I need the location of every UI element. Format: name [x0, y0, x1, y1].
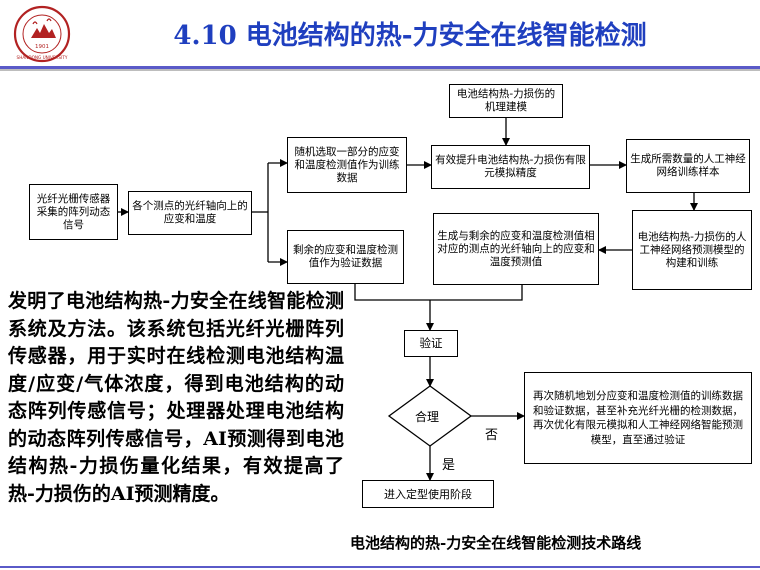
node-strain-temperature: 各个测点的光纤轴向上的应变和温度 [128, 191, 252, 235]
description-text: 发明了电池结构热-力安全在线智能检测系统及方法。该系统包括光纤光栅阵列传感器，用… [8, 290, 344, 505]
node-finalize: 进入定型使用阶段 [362, 480, 494, 508]
title-rule [0, 66, 760, 69]
node-training-data: 随机选取一部分的应变和温度检测值作为训练数据 [287, 137, 407, 193]
university-logo: 1901 SHANDONG UNIVERSITY [13, 5, 71, 63]
line-predicted-down [430, 285, 523, 301]
node-verify: 验证 [404, 330, 458, 357]
label-no: 否 [485, 428, 499, 443]
logo-year: 1901 [35, 44, 49, 50]
title-rule-shadow [0, 69, 760, 71]
node-nn-model: 电池结构热-力损伤的人工神经网络预测模型的构建和训练 [632, 210, 752, 290]
diagram-caption: 电池结构的热-力安全在线智能检测技术路线 [350, 534, 642, 552]
label-yes: 是 [442, 458, 456, 473]
node-predicted-values: 生成与剩余的应变和温度检测值相对应的测点的光纤轴向上的应变和温度预测值 [433, 213, 599, 285]
node-retry: 再次随机地划分应变和温度检测值的训练数据和验证数据，甚至补充光纤光栅的检测数据，… [524, 372, 752, 464]
line-remaining-down [354, 284, 430, 301]
bottom-rule [0, 566, 760, 568]
node-sensor-signal: 光纤光栅传感器采集的阵列动态信号 [29, 184, 118, 240]
logo-university: SHANDONG UNIVERSITY [17, 55, 68, 60]
node-mechanism-modeling: 电池结构热-力损伤的机理建模 [449, 84, 563, 118]
node-remaining-data: 剩余的应变和温度检测值作为验证数据 [287, 230, 404, 284]
line-retry-loop [602, 278, 638, 372]
node-generate-samples: 生成所需数量的人工神经网络训练样本 [626, 139, 750, 193]
decision-label: 合理 [415, 410, 440, 424]
slide-title: 4.10 电池结构的热-力安全在线智能检测 [173, 21, 647, 51]
decision-diamond [387, 385, 473, 447]
node-fe-simulation: 有效提升电池结构热-力损伤有限元模拟精度 [431, 145, 590, 189]
